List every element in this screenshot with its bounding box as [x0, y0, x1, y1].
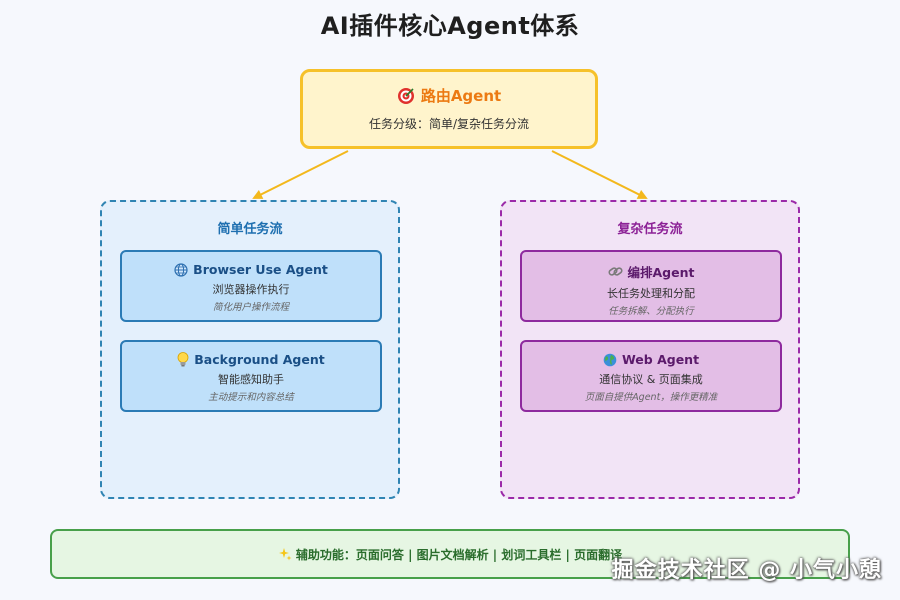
simple-task-flow: 简单任务流 Browser Use Agent 浏览器操作执行 简化用户操作流程 [100, 200, 400, 499]
router-agent-header: 路由Agent [303, 85, 595, 106]
card-subtitle: 浏览器操作执行 [212, 283, 290, 296]
diagram-title: AI插件核心Agent体系 [320, 12, 580, 40]
sparkles-icon [278, 547, 292, 561]
background-agent-card: Background Agent 智能感知助手 主动提示和内容总结 [120, 340, 382, 412]
arrow-to-simple-flow [252, 150, 349, 199]
auxiliary-features-text: 辅助功能：页面问答 | 图片文档解析 | 划词工具栏 | 页面翻译 [295, 547, 623, 562]
router-agent-box: 路由Agent 任务分级：简单/复杂任务分流 [300, 69, 598, 149]
complex-flow-title: 复杂任务流 [617, 222, 683, 237]
card-title: Background Agent [194, 352, 325, 367]
web-agent-card: Web Agent 通信协议 & 页面集成 页面自提供Agent，操作更精准 [520, 340, 782, 412]
card-header: Browser Use Agent [122, 262, 380, 277]
complex-task-flow: 复杂任务流 编排Agent 长任务处理和分配 任务拆解、分配执行 We [500, 200, 800, 499]
link-icon [607, 264, 623, 279]
card-header: Web Agent [522, 352, 780, 367]
browser-use-agent-card: Browser Use Agent 浏览器操作执行 简化用户操作流程 [120, 250, 382, 322]
card-subtitle: 通信协议 & 页面集成 [599, 373, 703, 386]
card-note: 简化用户操作流程 [212, 302, 289, 313]
card-subtitle: 长任务处理和分配 [607, 287, 695, 300]
card-subtitle: 智能感知助手 [218, 373, 284, 386]
earth-icon [603, 353, 617, 367]
orchestration-agent-card: 编排Agent 长任务处理和分配 任务拆解、分配执行 [520, 250, 782, 322]
card-note: 主动提示和内容总结 [208, 392, 294, 403]
simple-flow-title: 简单任务流 [217, 222, 283, 237]
globe-icon [174, 262, 188, 277]
card-header: Background Agent [122, 352, 380, 367]
router-agent-desc: 任务分级：简单/复杂任务分流 [368, 117, 530, 131]
auxiliary-features-bar: 辅助功能：页面问答 | 图片文档解析 | 划词工具栏 | 页面翻译 [50, 529, 850, 579]
card-header: 编排Agent [522, 262, 780, 281]
card-title: 编排Agent [627, 265, 695, 280]
arrow-to-complex-flow [551, 150, 648, 199]
target-icon [397, 87, 415, 105]
card-title: Browser Use Agent [193, 262, 328, 277]
lightbulb-icon [177, 352, 189, 367]
router-agent-title: 路由Agent [420, 87, 502, 105]
card-title: Web Agent [621, 352, 700, 367]
card-note: 页面自提供Agent，操作更精准 [584, 392, 718, 403]
watermark: 掘金技术社区 @ 小气小憩 [611, 558, 882, 583]
card-note: 任务拆解、分配执行 [608, 306, 694, 317]
